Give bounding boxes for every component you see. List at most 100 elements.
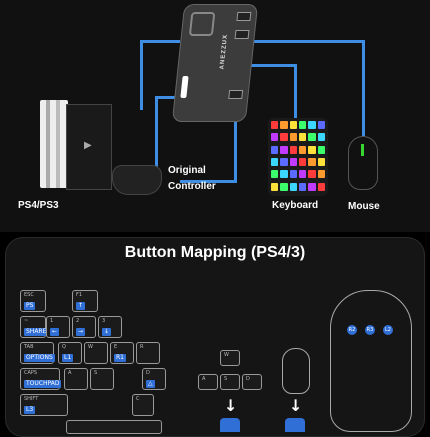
hexagon-logo-icon [188,12,216,36]
keycap [299,157,307,166]
key-a: A [198,374,218,390]
mapping-key: S [90,368,114,390]
gaming-mouse [348,136,378,190]
key-s: S [220,374,240,390]
keycap [317,133,325,142]
cable [155,96,183,99]
mapped-button-label: ← [50,328,60,336]
key-label: E [114,344,118,350]
keyboard-label: Keyboard [272,200,319,211]
keycap [271,145,279,154]
key-label: TAB [24,344,34,350]
mouse-button-r2: R2 [347,325,357,335]
cable [294,64,297,120]
keycap [280,157,288,166]
cable [140,40,180,43]
key-label: Q [62,344,66,350]
mapping-key: Q L1 [58,342,82,364]
key-label: R [140,344,144,350]
keycap [289,145,297,154]
usb-port [236,12,252,21]
mapping-key: F1 ↑ [72,290,98,312]
key-label: F1 [76,292,83,298]
cable [140,40,143,110]
key-label: SHIFT [24,396,39,402]
controller-label-line1: Original [168,165,206,176]
keycap [271,157,279,166]
arrow-down-icon: ↓ [289,396,303,415]
mapped-button-label: ↑ [76,302,86,310]
keycap [308,157,316,166]
brand-text: ANEZZUX [219,34,230,70]
led-indicator [180,76,189,98]
mapping-key: 1← [46,316,70,338]
keycap [299,170,307,179]
keycap [317,182,325,191]
mapped-button-label: ↓ [102,328,112,336]
cable [250,64,297,67]
key-label: 1 [50,318,54,324]
keycap [280,170,288,179]
mapped-button-label: L1 [62,354,74,362]
mapped-button-label: TOUCHPAD [24,380,62,388]
mapped-button-label: R1 [114,354,126,362]
mapping-key: E R1 [110,342,134,364]
mouse-button-r3: R3 [365,325,375,335]
mapping-key: D△ [142,368,166,390]
keycap [299,145,307,154]
key-label: ESC [24,292,34,298]
key-label: S [94,370,98,376]
usb-port [228,90,244,99]
keycap [280,182,288,191]
mapping-key: R [136,342,160,364]
gamepad-icon [112,165,162,195]
keycap [308,145,316,154]
key-label: W [88,344,93,350]
left-stick-icon [220,418,240,432]
key-label: CAPS [24,370,38,376]
mapping-key: ~SHARE [20,316,49,338]
controller-label-line2: Controller [168,181,216,192]
mapped-button-label: OPTIONS [24,354,55,362]
mapped-button-label: SHARE [24,328,49,336]
mapped-button-label: → [76,328,86,336]
mapping-key: 2→ [72,316,96,338]
key-label: 2 [76,318,80,324]
keycap [289,157,297,166]
converter-adapter: ANEZZUX [171,4,259,122]
cable [180,180,237,183]
keycap [317,145,325,154]
playstation-icon: ▶ [84,140,92,151]
mapped-button-label: △ [146,380,155,388]
cable [234,100,237,180]
small-mouse-diagram [282,348,310,394]
keycap [317,121,325,129]
keycap [317,170,325,179]
keycap [289,182,297,191]
cable [250,40,365,43]
mapping-key: TAB OPTIONS [20,342,55,364]
keycap [280,121,288,129]
mapping-key: 3↓ [98,316,122,338]
keycap [271,121,279,129]
keycap [280,145,288,154]
cable [362,40,365,138]
key-d: D [242,374,262,390]
rgb-keyboard [268,118,328,196]
large-mouse-diagram: R2 R3 L2 [330,290,412,432]
keycap [289,170,297,179]
key-label: C [136,396,140,402]
keycap [289,133,297,142]
key-label: 3 [102,318,106,324]
key-w: W [220,350,240,366]
spacebar-key [66,420,162,434]
right-stick-icon [285,418,305,432]
keycap [299,121,307,129]
keycap [271,170,279,179]
keycap [280,133,288,142]
product-diagram: ANEZZUX ▶ PS4/PS3 Original Controller Ke… [0,0,430,232]
arrow-down-icon: ↓ [224,396,238,415]
keycap [271,182,279,191]
